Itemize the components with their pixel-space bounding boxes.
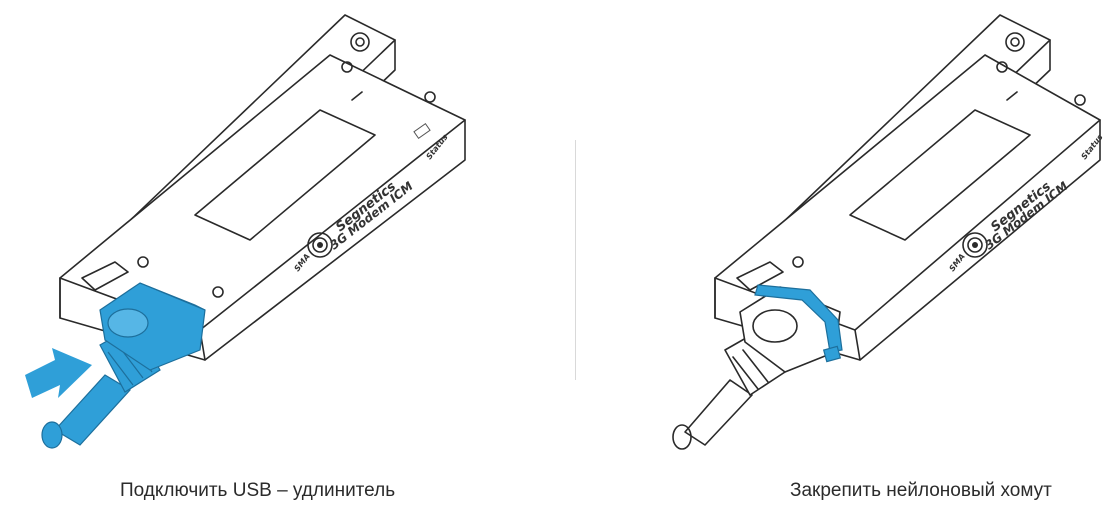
modem-body [59,54,466,361]
insert-arrow-icon [25,348,92,398]
label-window [194,109,376,241]
caption-secure-zip-tie: Закрепить нейлоновый хомут [790,480,1052,501]
label-window [849,109,1031,241]
step-secure-zip-tie: Segnetics 3G Modem ICM SMA Status Закреп… [580,0,1117,524]
panel-divider [575,140,576,380]
nylon-zip-tie [754,284,843,363]
modem-body [714,54,1101,361]
led-slot [351,91,363,101]
sma-connector-icon [307,232,333,258]
modem-usb-connect-illustration: Segnetics 3G Modem ICM SMA Status [25,14,466,449]
caption-connect-usb: Подключить USB – удлинитель [120,480,396,501]
modem-zip-tie-illustration: Segnetics 3G Modem ICM SMA Status [672,14,1105,450]
sma-connector-icon [962,232,988,258]
step-connect-usb: Segnetics 3G Modem ICM SMA Status Подклю… [25,14,466,501]
usb-extension-cable [41,282,206,449]
led-slot [1006,91,1018,101]
